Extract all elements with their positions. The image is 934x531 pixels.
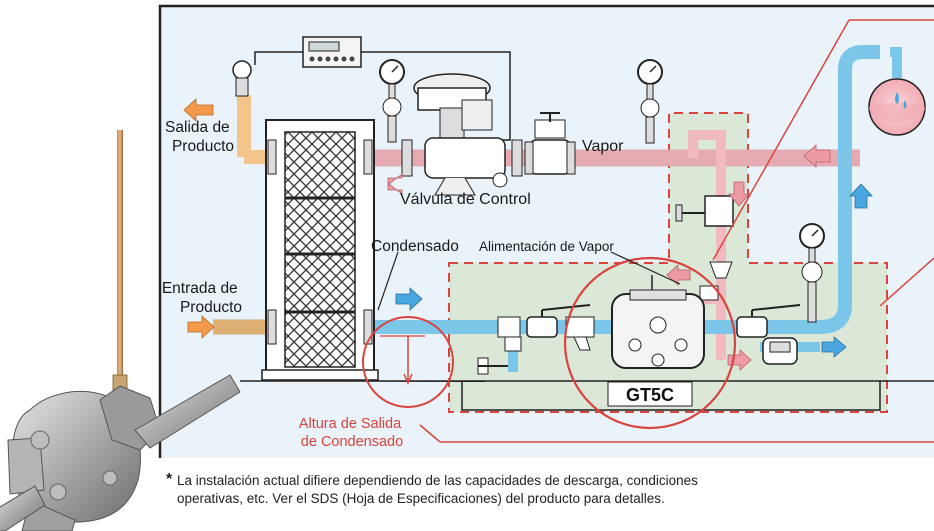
strainer-icon (565, 316, 595, 351)
product-outlet-label: Salida de Producto (165, 119, 234, 155)
check-valve-icon (477, 316, 522, 375)
pump-trap-photo (0, 130, 241, 531)
ground-line (240, 380, 934, 382)
outlet-height-callout (362, 316, 934, 443)
valve-icon (526, 304, 591, 338)
heat-exchanger (261, 119, 379, 381)
footnote-marker: * (166, 471, 173, 488)
steam-label: Vapor (582, 138, 624, 155)
pressure-gauge-icon (637, 59, 663, 144)
pump-trap-icon (611, 275, 705, 369)
condensate-label: Condensado (371, 238, 459, 255)
footnote: * La instalación actual difiere dependie… (166, 471, 917, 508)
steam-supply-label: Alimentación de Vapor (479, 239, 614, 254)
diagram-frame (158, 4, 934, 458)
pressure-gauge-icon (379, 59, 405, 143)
valve-icon (736, 304, 801, 338)
footnote-line: La instalación actual difiere dependiend… (177, 473, 698, 488)
product-inlet-label: Entrada de Producto (162, 280, 242, 316)
model-label: GT5C (626, 385, 674, 405)
valve-icon (524, 112, 576, 175)
steam-trap-icon (762, 337, 798, 365)
thermometer-icon (232, 60, 252, 97)
tank-icon (868, 78, 926, 136)
label-leaders (377, 251, 681, 311)
model-badge (607, 381, 693, 407)
control-valve (401, 73, 523, 196)
product-pipes (213, 95, 272, 335)
outlet-height-label: Altura de Salida de Condensado (299, 416, 405, 450)
floor-pit (461, 381, 881, 411)
flow-arrows (183, 98, 873, 371)
pressure-gauge-icon (799, 223, 825, 323)
controller-icon (302, 36, 362, 68)
steam-pressure-reducing-valve (675, 195, 734, 301)
gt5c-callout (563, 19, 934, 430)
control-valve-label: Válvula de Control (400, 191, 531, 208)
footnote-line: operativas, etc. Ver el SDS (Hoja de Esp… (177, 491, 665, 506)
